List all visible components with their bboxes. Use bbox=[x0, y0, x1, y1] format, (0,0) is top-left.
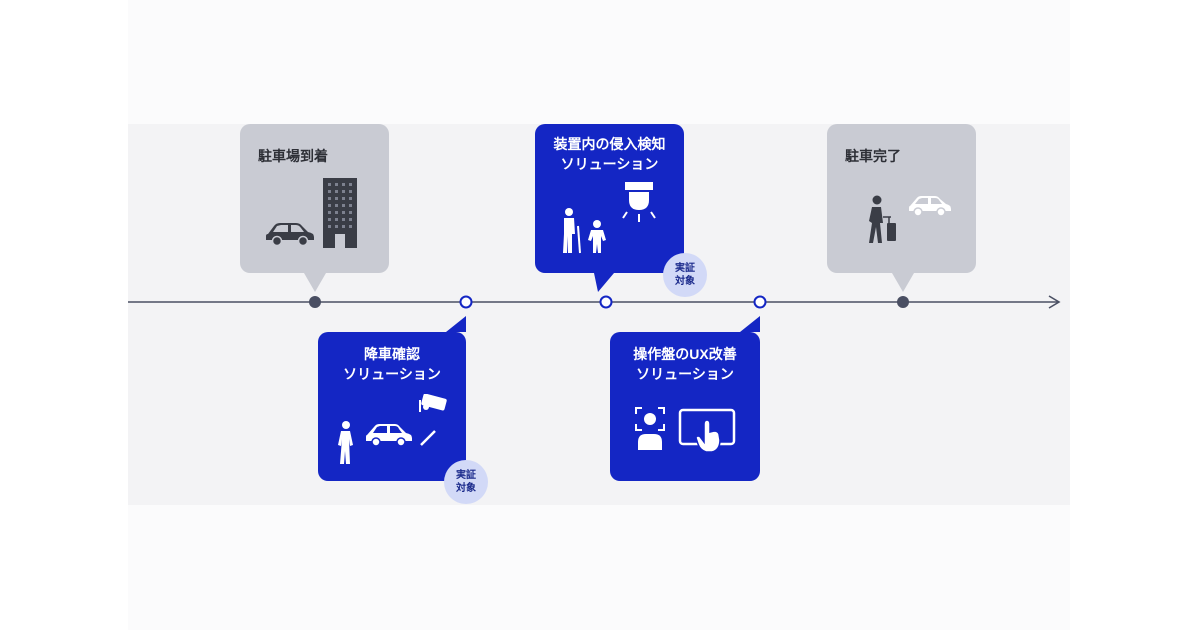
badge-line2: 対象 bbox=[456, 483, 476, 494]
step-title-line2: ソリューション bbox=[636, 366, 734, 382]
parked-car-icon bbox=[909, 196, 951, 216]
callout-tail-complete bbox=[892, 273, 914, 292]
callout-tail-arrival bbox=[304, 273, 326, 292]
badge-line1: 実証 bbox=[675, 263, 695, 274]
callout-tail-panel bbox=[740, 316, 760, 332]
timeline-arrow-icon bbox=[1048, 295, 1061, 309]
sensor-icon bbox=[622, 182, 656, 222]
face-recognition-icon bbox=[635, 407, 665, 450]
timeline-node-dropoff bbox=[459, 295, 473, 309]
car-icon bbox=[266, 223, 314, 246]
step-title-line2: ソリューション bbox=[343, 366, 441, 382]
step-title-line1: 降車確認 bbox=[364, 346, 420, 362]
step-title: 駐車場到着 bbox=[258, 148, 328, 164]
elderly-person-icon bbox=[563, 208, 581, 254]
child-icon bbox=[588, 220, 606, 253]
touch-panel-icon bbox=[678, 408, 736, 453]
sensor-beam-icon bbox=[420, 430, 436, 446]
step-title-line2: ソリューション bbox=[560, 156, 659, 172]
callout-tail-intrusion bbox=[594, 273, 614, 292]
badge-line1: 実証 bbox=[456, 470, 476, 481]
step-card-arrival: 駐車場到着 bbox=[240, 124, 389, 273]
camera-icon bbox=[419, 394, 447, 412]
person-walking-icon bbox=[338, 421, 353, 464]
step-card-dropoff: 降車確認 ソリューション bbox=[318, 332, 466, 481]
badge-line2: 対象 bbox=[675, 276, 695, 287]
step-card-complete: 駐車完了 bbox=[827, 124, 976, 273]
step-card-panel-ux: 操作盤のUX改善 ソリューション bbox=[610, 332, 760, 481]
verification-badge: 実証 対象 bbox=[663, 253, 707, 297]
step-title: 駐車完了 bbox=[845, 148, 901, 164]
step-card-intrusion: 装置内の侵入検知 ソリューション bbox=[535, 124, 684, 273]
step-title-line1: 操作盤のUX改善 bbox=[633, 346, 737, 362]
timeline-node-panel bbox=[753, 295, 767, 309]
timeline-node-complete bbox=[897, 296, 909, 308]
callout-tail-dropoff bbox=[446, 316, 466, 332]
timeline-node-arrival bbox=[309, 296, 321, 308]
walking-traveler-icon bbox=[869, 195, 896, 243]
timeline-node-intrusion bbox=[599, 295, 613, 309]
verification-badge: 実証 対象 bbox=[444, 460, 488, 504]
car-icon bbox=[366, 424, 412, 446]
step-title-line1: 装置内の侵入検知 bbox=[553, 136, 666, 152]
building-icon bbox=[323, 178, 357, 248]
